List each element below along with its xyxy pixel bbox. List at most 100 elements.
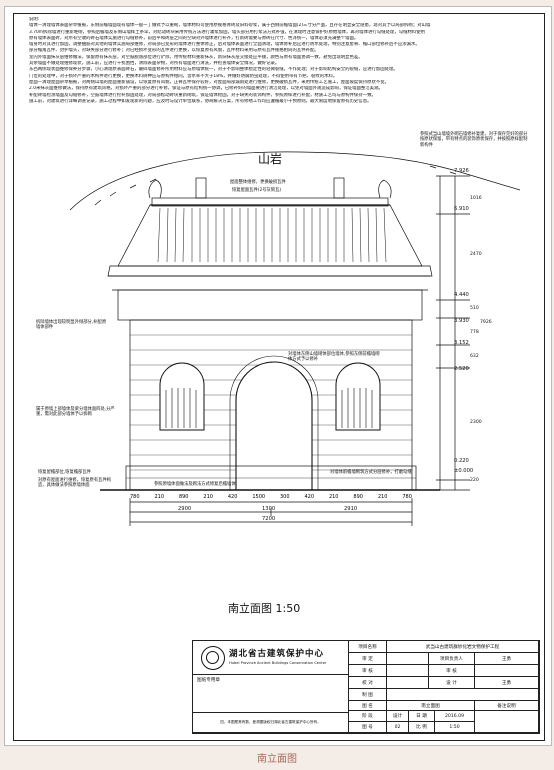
ridge-repair-note: 恢复屋面瓦件(2号灰筒瓦) — [232, 188, 282, 193]
tb-row2-v2: 王勇 — [475, 677, 539, 689]
vdim-510: 510 — [470, 306, 479, 311]
hdim: 210 — [203, 494, 213, 500]
roof-tiles — [157, 207, 387, 263]
eaves-band — [107, 265, 433, 277]
project-name-cell: 武当山古建筑群妙化岩文物保护工程 — [387, 641, 539, 653]
level-3930: 3.930 — [454, 318, 469, 324]
tb-date-v: 2016.09 — [435, 711, 475, 722]
ridge-ornament-left — [148, 179, 162, 199]
tb-row1-l: 审 核 — [349, 665, 387, 677]
vdim-220: 220 — [470, 478, 479, 483]
tb-no-l: 图 号 — [349, 722, 387, 733]
phase-label: 阶 段 — [362, 714, 373, 719]
tb-label: 项目负责人 — [440, 656, 463, 662]
notes-line: 墙身时对其进行加固，调整抽筋对其他的墙体实施局部维修，对局部已变形的墙体进行整体… — [29, 42, 420, 48]
drawing-name: 南立面图 — [421, 703, 440, 709]
level-0220: 0.220 — [454, 458, 469, 464]
notes-heading: 说明: — [29, 17, 40, 22]
institute-cell: 湖北省古建筑保护中心 Hubei Province Ancient Buildi… — [193, 641, 349, 675]
tb-row0-v2: 王勇 — [475, 653, 539, 665]
tb-scale-l: 比 例 — [409, 722, 435, 733]
tb-label: 审 核 — [362, 668, 373, 674]
left-note-2: 对原有屋面进行维修，恢复原有瓦件构造，具体做法参照原墙体面 — [38, 478, 112, 489]
tb-label: 制 图 — [362, 692, 373, 698]
tb-scale-v: 1:50 — [435, 722, 475, 733]
drawing-name-label: 图 名 — [362, 703, 373, 709]
project-name-label: 项目名称 — [358, 644, 377, 650]
notes-line: 部分檐角瓦件、封护墙头，对缺失部分进行修补；对已经损坏变形的瓦件进行更换，以恢复… — [29, 48, 319, 54]
hdim: 890 — [353, 494, 363, 500]
hdim: 890 — [178, 494, 189, 500]
notes-line: 东西两侧现状面维修保养分步骤，小心清理原表面砖石，破碎墙面修补所用材料应与原墙体… — [29, 67, 398, 73]
tb-label: 校 对 — [362, 680, 373, 686]
tb-row3-v — [387, 689, 539, 701]
tb-row1-v — [387, 665, 429, 677]
level-2520: 2.520 — [454, 366, 469, 372]
project-label-cell: 项目名称 — [349, 641, 387, 653]
drawing-frame — [13, 13, 545, 741]
level-7926: 7.926 — [454, 168, 469, 174]
hdim-2900: 2900 — [178, 506, 192, 512]
notice-text: 四、本图是常有数，差溯图版权归湖北省古建筑保护中心所有。 — [220, 720, 321, 724]
hdim: 420 — [227, 494, 238, 500]
title-block: 湖北省古建筑保护中心 Hubei Province Ancient Buildi… — [192, 640, 540, 734]
hdim: 420 — [304, 494, 315, 500]
hdim: 300 — [280, 494, 290, 500]
tb-value: 王勇 — [501, 656, 512, 662]
hdim: 780 — [130, 494, 140, 500]
tb-row0-l2: 项目负责人 — [429, 653, 475, 665]
level-3152: 3.152 — [454, 340, 469, 346]
hdim-2910: 2910 — [344, 506, 358, 512]
hdim: 210 — [154, 494, 165, 500]
vdim-2300: 2300 — [470, 420, 482, 425]
date-label: 日 期 — [416, 714, 427, 719]
tb-remarks-l: 备注说明 — [475, 701, 539, 711]
bottom-wall-note: 参照原墙体面做法及砌法方式修复后檐墙体 — [154, 482, 236, 487]
right-wall-note: 对墙体前檐墙砌筑方式分层修补，打磨勾缝 — [330, 470, 412, 475]
left-wall-note: 拆除墙体出现较明显外倾部分,补配原墙体部件 — [36, 320, 107, 331]
scale-label: 比 例 — [416, 725, 427, 730]
remarks-label: 备注说明 — [497, 703, 516, 709]
notes-line: 3.70m拆除墙进行重新堆砌，参照后檐墙及东侧山墙样土条早，对结动砖块采用传统方… — [29, 29, 426, 35]
tb-row0-l: 审 定 — [349, 653, 387, 665]
notes-line: 其余墙面不做处理维修现状，施工前，应进行干扰围挡，清除表面杂物，对所有墙面进行清… — [29, 61, 280, 67]
notes-line: 原有墙体表面砖，对所有空收的砖石墙体实施进行勾缝修补，前后平和砖层之间的空缺对外… — [29, 35, 359, 41]
hdim-total-7200: 7200 — [262, 516, 276, 522]
notes-line: 室内外墙面抹灰层维修做法，保留原有抹灰层，对空鼓脱落部位进行铲除，用传统材料重新… — [29, 54, 363, 60]
notes-line: 施工前，对建筑进行详细调查记录，施工过程中如发现新的问题，应及时与设计单位联系，… — [29, 98, 372, 104]
right-top-note: 参照式当山墙墙外砌石墙修补复建，对于保存完好的部分按原状保留，带有特点的装饰原状… — [420, 132, 528, 148]
left-lower-note: 属于原墙上部墙体及梁分墙体面四处,分严重，需对此部分墙体予以拆砌 — [36, 407, 115, 418]
vdim-2470: 2470 — [470, 252, 482, 257]
vdim-1016: 1016 — [470, 196, 482, 201]
hill-outline — [69, 151, 521, 211]
hdim: 210 — [377, 494, 388, 500]
tb-row1-l2: 审 核 — [429, 665, 475, 677]
notes-line: 2.0米抹灰面维修做法，保持原有建筑风格，对损坏严重的部分进行补修，保证与原有结… — [29, 86, 383, 92]
drawing-title: 南立面图 1:50 — [228, 602, 301, 615]
stamp-label: 图纸专用章 — [197, 678, 220, 683]
institute-name: 湖北省古建筑保护中心 — [229, 649, 325, 659]
notes-line: 门位的处理中，对于损坏严重的木构件进行更换，更换木料树种应与原构件相同，含水率不… — [29, 73, 338, 79]
tb-no-v: 02 — [387, 722, 409, 733]
institute-name-en: Hubei Province Ancient Buildings Conserv… — [229, 661, 327, 665]
center-arch — [235, 361, 313, 490]
hdim: 780 — [402, 494, 412, 500]
tb-row1-v2 — [475, 665, 539, 677]
upper-wall — [117, 289, 423, 321]
stamp-cell: 图纸专用章 — [193, 675, 349, 713]
vdim-7926: 7926 — [480, 320, 492, 325]
vdim-778: 778 — [470, 330, 479, 335]
drawing-no: 02 — [394, 724, 401, 730]
tb-value: 王勇 — [501, 680, 512, 686]
tb-row0-v — [387, 653, 429, 665]
hdims-top-row: 780 210 890 210 420 1500 300 420 210 890… — [130, 494, 412, 500]
notice-cell: 四、本图是常有数，差溯图版权归湖北省古建筑保护中心所有。 — [193, 713, 349, 733]
tb-row3-l: 制 图 — [349, 689, 387, 701]
ridge-ornament-right — [378, 179, 392, 199]
tb-phase-v: 设计 — [387, 711, 409, 722]
image-caption: 南立面图 — [257, 754, 297, 765]
institute-logo-icon — [201, 646, 225, 670]
drawing-sheet: 说明: 墙体—清理墙体表面杂草植被，东侧前檐墙面现有墙体一般一丁做式予以重砌，墙… — [4, 6, 552, 746]
level-6910: 6.910 — [454, 206, 469, 212]
